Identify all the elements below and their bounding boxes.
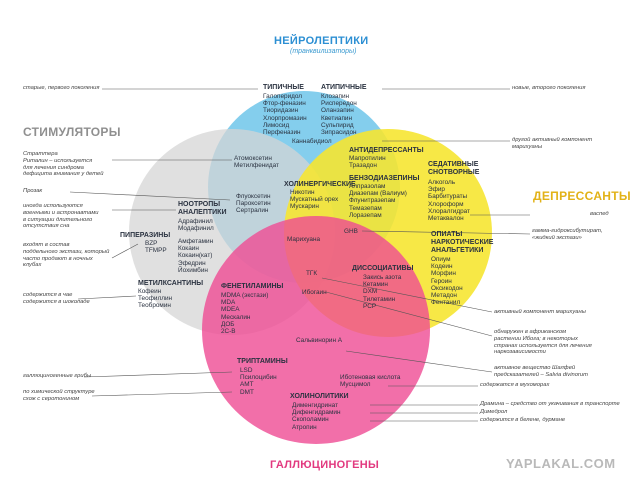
- cannabidiol-label: Каннабидиол: [292, 138, 332, 145]
- amphetamines-items: Амфетамин Кокаин Кокаин(кат) Эфедрин Йох…: [178, 238, 214, 274]
- note-hallu-mushroom: галлюциногенные грибы: [23, 373, 92, 379]
- methylxanthines-items: Кофеин Теофиллин Теобромин: [138, 288, 173, 310]
- note-mushroom: содержатся в мухоморах: [480, 382, 550, 388]
- leader-lines: [69, 88, 531, 422]
- note-strattera: Страттера Риталин – используется для леч…: [23, 151, 104, 178]
- nootropics-title: НООТРОПЫ АНАЛЕПТИКИ: [178, 201, 227, 216]
- hallucinogens-title: ГАЛЛЮЦИНОГЕНЫ: [270, 459, 380, 471]
- note-thc: активный компонент марихуаны: [494, 309, 586, 315]
- tryptamines-title: ТРИПТАМИНЫ: [237, 358, 288, 365]
- note-prozac: Прозак: [23, 188, 43, 194]
- anticholinergics-items: Дименгидринат Дифенгидрамин Скополамин А…: [292, 402, 341, 431]
- neuroleptics-subtitle: (транквилизаторы): [290, 48, 357, 55]
- methylxanthines-title: МЕТИЛКСАНТИНЫ: [138, 280, 204, 287]
- atypical-title: АТИПИЧНЫЕ: [321, 84, 367, 91]
- atypical-items: Клозапин Риспередон Оланзапин Кветиапин …: [321, 93, 357, 136]
- note-iboga: обнаружен в африканском растении Ибога; …: [494, 329, 592, 356]
- typical-title: ТИПИЧНЫЕ: [263, 84, 304, 91]
- note-salvia: активное вещество Шалфей предсказателей …: [494, 365, 588, 378]
- watermark: YAPLAKAL.COM: [506, 456, 616, 471]
- anticholinergics-title: ХОЛИНОЛИТИКИ: [290, 393, 349, 400]
- antidepressants-items: Мапротилин Тразадон: [349, 155, 386, 170]
- stimulants-title: СТИМУЛЯТОРЫ: [23, 125, 121, 139]
- depressants-title: ДЕПРЕССАНТЫ: [533, 189, 631, 203]
- note-old-generation: старые, первого поколения: [23, 85, 100, 91]
- nootropics-items: Адрафинил Модафинил: [178, 218, 214, 233]
- sedatives-title: СЕДАТИВНЫЕ СНОТВОРНЫЕ: [428, 161, 480, 176]
- phenethylamines-title: ФЕНЕТИЛАМИНЫ: [221, 283, 284, 290]
- salvinorin-label: Сальвинорин А: [296, 337, 343, 344]
- note-vasped: васпед: [590, 211, 609, 217]
- note-tea-chocolate: содержится в чае содержится в шоколаде: [23, 292, 90, 305]
- note-ghb: гамма-гидроксибутират, «жидкий экстази»: [532, 228, 603, 241]
- tryptamines-items: LSD Псилоцибин AMT DMT: [240, 367, 277, 396]
- ibogaine-label: Ибогаин: [302, 289, 327, 296]
- neuro-stim-items: Атомоксетин Метилфенидат: [234, 155, 279, 170]
- cholinergic-title: ХОЛИНЕРГИЧЕСКИЕ: [284, 181, 356, 188]
- muscimol-items: Иботеновая кислота Мусцимол: [340, 374, 401, 389]
- opiates-title: ОПИАТЫ НАРКОТИЧЕСКИЕ АНАЛЬГЕТИКИ: [431, 231, 494, 254]
- marijuana-label: Марихуана: [287, 236, 321, 243]
- opiates-items: Опиум Кодеин Морфин Героин Оксикодон Мет…: [431, 256, 463, 307]
- cholinergic-items: Никотин Мускатный орех Мускарин: [290, 189, 339, 211]
- note-ecstasy: входят в состав поддельного экстази, кот…: [23, 242, 110, 269]
- note-new-generation: новые, второго поколения: [512, 85, 586, 91]
- note-belladonna: содержится в белене, дурмане: [480, 417, 566, 423]
- stim-dep-items: Флуоксетин Пароксетин Сертралин: [236, 193, 271, 215]
- phenethylamines-items: MDMA (экстази) MDA MDEA Мескалин ДОБ 2C-…: [221, 292, 269, 335]
- piperazines-items: BZP TFMPP: [145, 240, 167, 255]
- benzodiazepines-items: Алпразолам Диазепам (Валиум) Флунитразеп…: [349, 183, 407, 219]
- thc-label: ТГК: [306, 270, 318, 277]
- hallucinogens-circle: [202, 216, 430, 444]
- ghb-label: GHB: [344, 228, 358, 235]
- neuroleptics-title: НЕЙРОЛЕПТИКИ: [274, 35, 369, 47]
- benzodiazepines-title: БЕНЗОДИАЗЕПИНЫ: [349, 175, 420, 182]
- antidepressants-title: АНТИДЕПРЕССАНТЫ: [349, 147, 424, 154]
- note-marijuana-component: другой активный компонент марихуаны: [512, 137, 593, 150]
- piperazines-title: ПИПЕРАЗИНЫ: [120, 232, 171, 239]
- note-serotonin: по химической структуре схож с серотонин…: [23, 389, 95, 402]
- note-dramina: Драмина – средство от укачивания в транс…: [480, 401, 620, 407]
- note-military: иногда используются военными и астронавт…: [23, 203, 99, 230]
- sedatives-items: Алкоголь Эфир Барбитураты Хлороформ Хлор…: [428, 179, 470, 222]
- dissociatives-title: ДИССОЦИАТИВЫ: [352, 265, 414, 272]
- dissociatives-items: Закись азота Кетамин DXM Тилетамин PCP: [363, 274, 402, 310]
- typical-items: Галоперидол Фтор-феназин Тиоридазин Хлор…: [263, 93, 307, 136]
- note-dimedrol: Димедрол: [480, 409, 508, 415]
